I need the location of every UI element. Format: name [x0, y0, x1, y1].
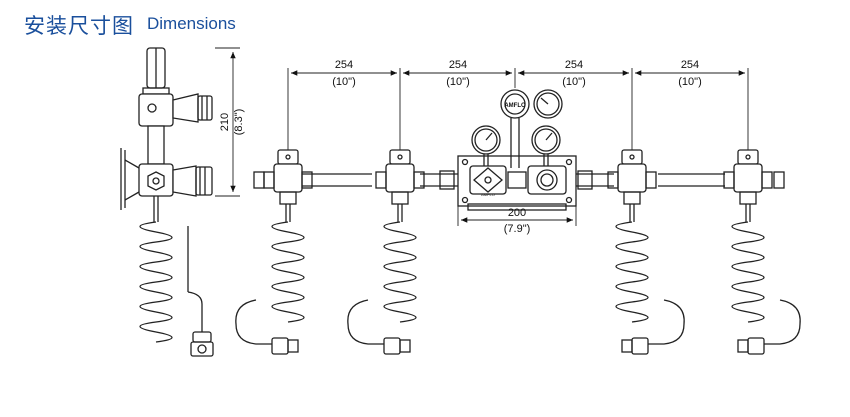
- coil-2: [347, 221, 417, 355]
- dim-1-in: (10"): [332, 76, 355, 88]
- ball-valve-2: [375, 149, 425, 222]
- ball-valve-1: [263, 149, 313, 222]
- dim-4-in: (10"): [678, 76, 701, 88]
- dim-3-mm: 254: [565, 59, 583, 71]
- dim-4-mm: 254: [681, 59, 699, 71]
- ball-valve-4: [723, 149, 773, 222]
- panel-width-dimension: [457, 206, 577, 226]
- page-title: 安装尺寸图: [24, 14, 134, 38]
- valve-logo: AMFLO: [481, 192, 495, 197]
- spacing-dimensions: [287, 68, 749, 150]
- ball-valve-3: [607, 149, 657, 222]
- dim-2-in: (10"): [446, 76, 469, 88]
- regulator-logo: AMFLO: [504, 103, 526, 109]
- dim-2-mm: 254: [449, 59, 467, 71]
- regulator-panel: [457, 89, 577, 211]
- height-dimension: [215, 47, 240, 197]
- height-mm: 210: [219, 113, 231, 131]
- panel-width-mm: 200: [508, 207, 526, 219]
- dim-1-mm: 254: [335, 59, 353, 71]
- panel-width-in: (7.9"): [504, 223, 531, 235]
- coil-1: [235, 221, 305, 355]
- coil-side: [139, 221, 214, 357]
- coil-4: [731, 221, 801, 355]
- page-subtitle: Dimensions: [147, 14, 236, 33]
- dim-3-in: (10"): [562, 76, 585, 88]
- height-in: (8.3"): [233, 109, 245, 136]
- side-view: [120, 47, 213, 222]
- coil-3: [615, 221, 685, 355]
